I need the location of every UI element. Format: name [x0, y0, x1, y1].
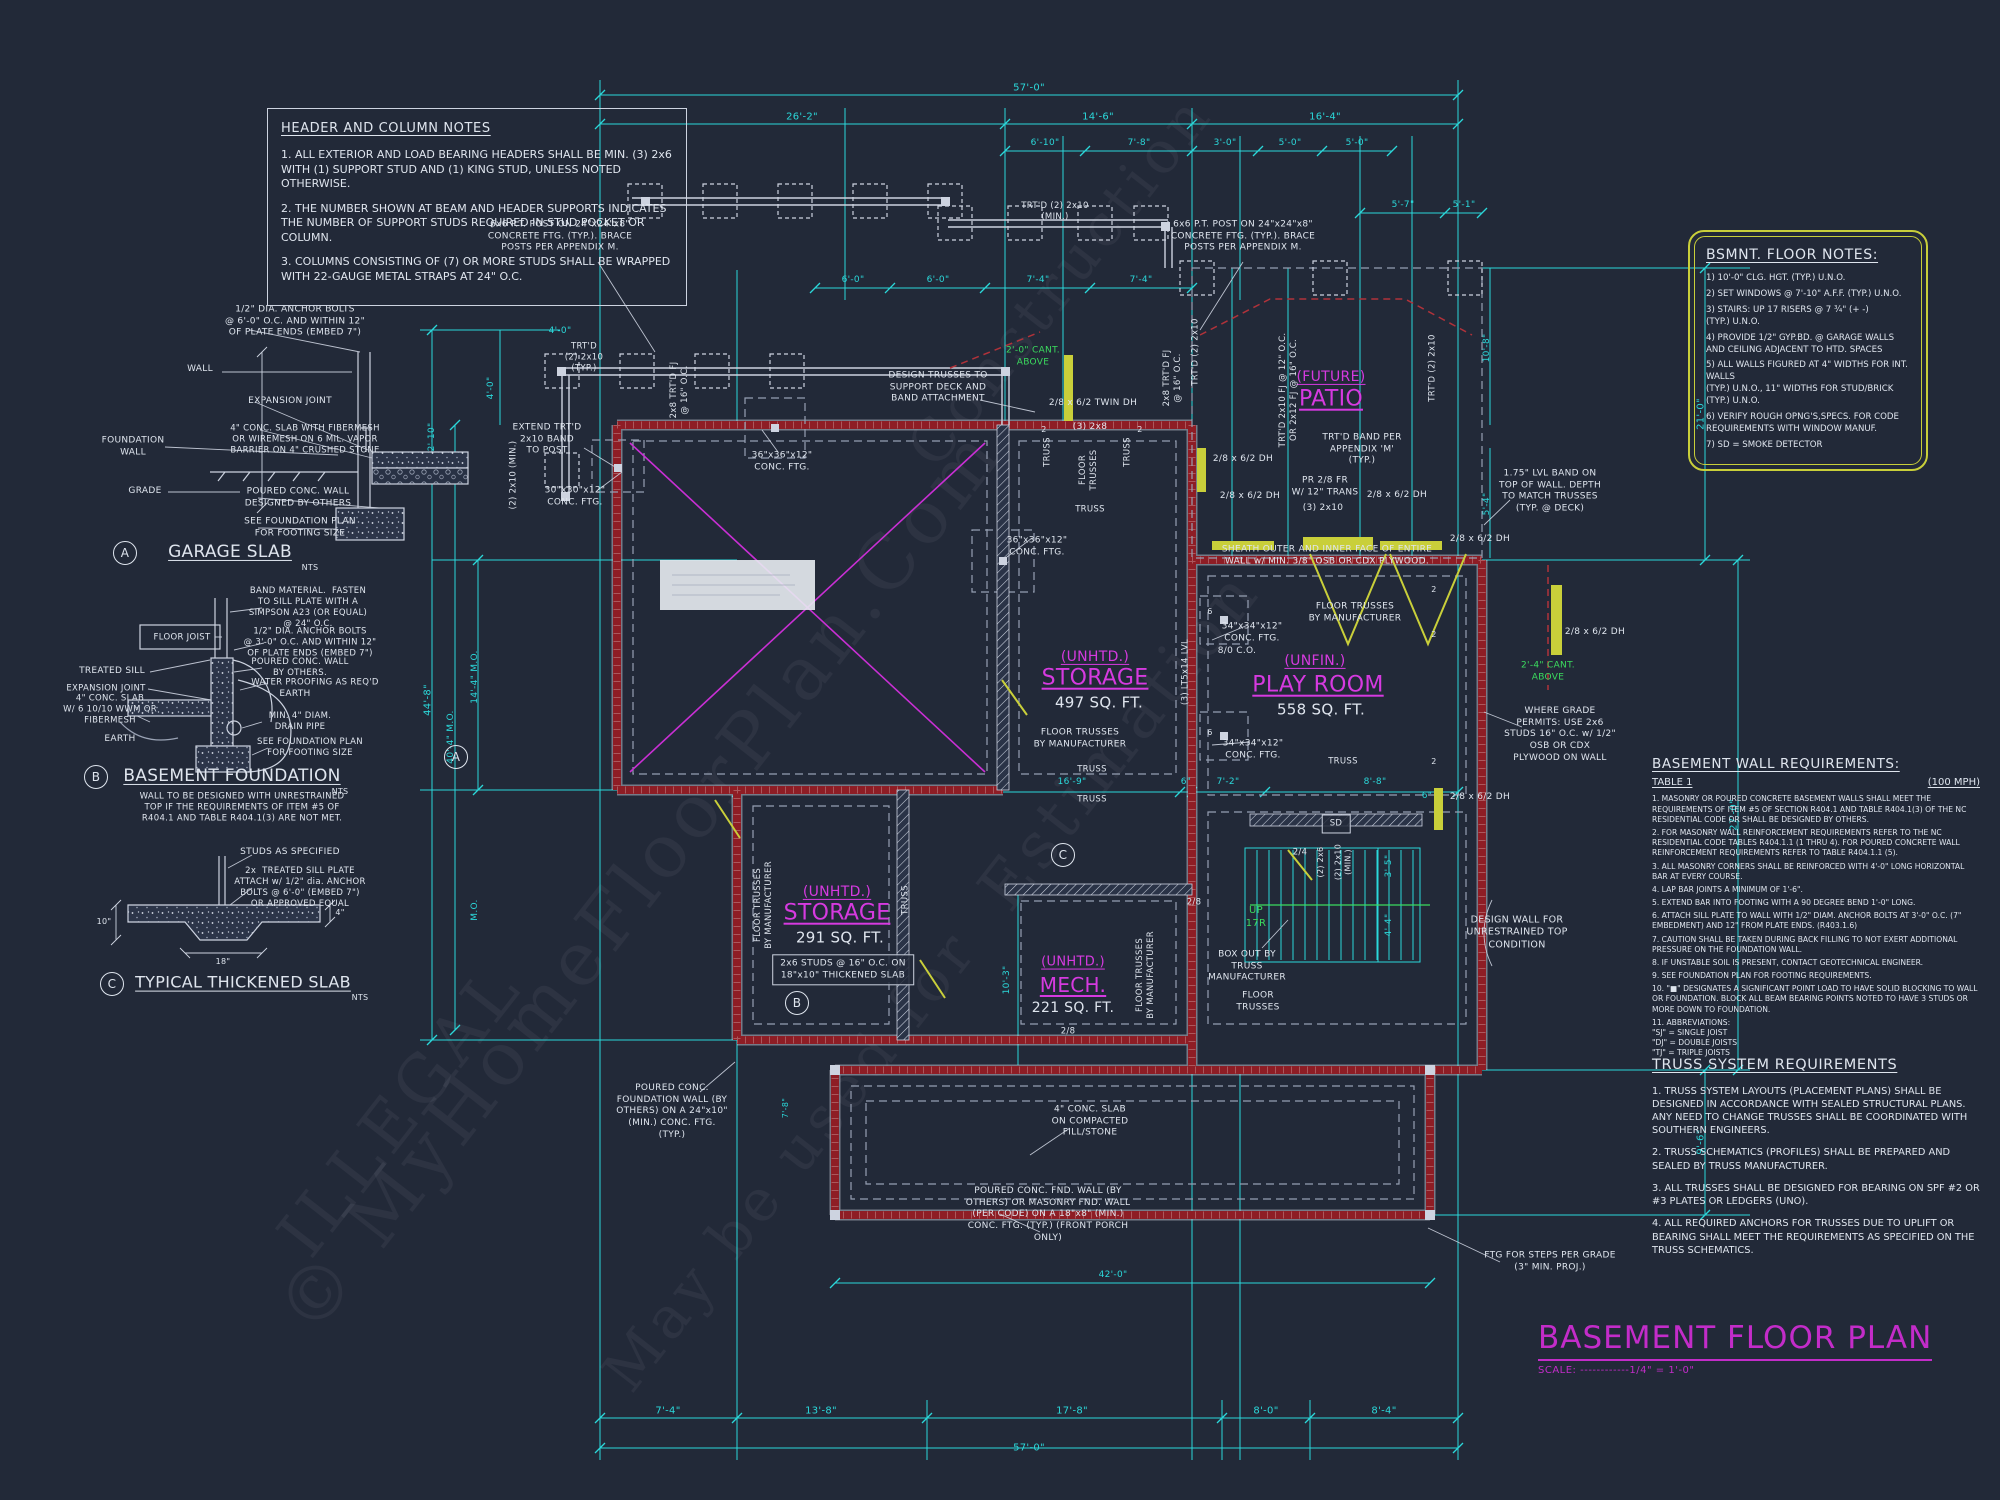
sheet-scale: SCALE: ------------1/4" = 1'-0": [1538, 1365, 1695, 1376]
detail-thickened-slab: [110, 856, 336, 959]
bsmnt-floor-notes-box: BSMNT. FLOOR NOTES: 1) 10'-0" CLG. HGT. …: [1688, 230, 1928, 472]
note-item: 6. ATTACH SILL PLATE TO WALL WITH 1/2" D…: [1652, 911, 1962, 931]
note-item: 1. MASONRY OR POURED CONCRETE BASEMENT W…: [1652, 794, 1967, 824]
table-label: TABLE 1: [1652, 777, 1693, 789]
truss-system-requirements-title: TRUSS SYSTEM REQUIREMENTS: [1652, 1057, 1898, 1073]
note-item: 10. "■" DESIGNATES A SIGNIFICANT POINT L…: [1652, 984, 1978, 1014]
basement-wall-requirements-title: BASEMENT WALL REQUIREMENTS:: [1652, 756, 1900, 772]
note-item: 5. EXTEND BAR INTO FOOTING WITH A 90 DEG…: [1652, 898, 1916, 908]
note-item: 4) PROVIDE 1/2" GYP.BD. @ GARAGE WALLS A…: [1706, 332, 1895, 355]
stud-walls: [896, 424, 1423, 1041]
note-item: 8. IF UNSTABLE SOIL IS PRESENT, CONTACT …: [1652, 957, 1924, 967]
note-item: 9. SEE FOUNDATION PLAN FOR FOOTING REQUI…: [1652, 971, 1872, 981]
truss-system-requirements-items: 1. TRUSS SYSTEM LAYOUTS (PLACEMENT PLANS…: [1652, 1085, 1982, 1257]
leader-lines: [134, 261, 1523, 1263]
note-item: 4. LAP BAR JOINTS A MINIMUM OF 1'-6".: [1652, 884, 1803, 894]
truss-system-requirements: TRUSS SYSTEM REQUIREMENTS 1. TRUSS SYSTE…: [1652, 1056, 1982, 1266]
note-item: 1) 10'-0" CLG. HGT. (TYP.) U.N.O.: [1706, 273, 1846, 284]
title-block: BASEMENT FLOOR PLAN SCALE: ------------1…: [1538, 1320, 1933, 1376]
note-item: 2. FOR MASONRY WALL REINFORCEMENT REQUIR…: [1652, 827, 1960, 858]
note-item: 6) VERIFY ROUGH OPNG'S,SPECS. FOR CODE R…: [1706, 411, 1899, 434]
bsmnt-floor-notes-title: BSMNT. FLOOR NOTES:: [1706, 247, 1879, 263]
overhead-dashed: [949, 298, 1549, 690]
stairs: [1244, 847, 1430, 963]
windows-doors: [714, 355, 1562, 999]
erased-patch: [660, 560, 815, 610]
foundation-walls: [611, 419, 1488, 1221]
deck-bands: [544, 183, 1483, 1220]
note-item: 3. ALL MASONRY CORNERS SHALL BE REINFORC…: [1652, 861, 1965, 881]
basement-wall-requirements: BASEMENT WALL REQUIREMENTS: TABLE 1 (100…: [1652, 755, 1980, 1061]
note-item: 4. ALL REQUIRED ANCHORS FOR TRUSSES DUE …: [1652, 1218, 1975, 1256]
note-item: 2. THE NUMBER SHOWN AT BEAM AND HEADER S…: [281, 201, 667, 244]
note-item: 3. ALL TRUSSES SHALL BE DESIGNED FOR BEA…: [1652, 1182, 1980, 1208]
dashed-outlines: [591, 267, 1483, 1200]
note-item: 3) STAIRS: UP 17 RISERS @ 7 ¾" (+ -) (TY…: [1706, 305, 1869, 327]
note-item: 5) ALL WALLS FIGURED AT 4" WIDTHS FOR IN…: [1706, 360, 1908, 407]
note-item: 1. TRUSS SYSTEM LAYOUTS (PLACEMENT PLANS…: [1652, 1085, 1968, 1137]
detail-basement-foundation: [119, 598, 292, 773]
header-column-notes-items: 1. ALL EXTERIOR AND LOAD BEARING HEADERS…: [281, 148, 673, 284]
note-item: 2) SET WINDOWS @ 7'-10" A.F.F. (TYP.) U.…: [1706, 289, 1902, 300]
basement-wall-requirements-items: 1. MASONRY OR POURED CONCRETE BASEMENT W…: [1652, 794, 1980, 1058]
note-item: 7. CAUTION SHALL BE TAKEN DURING BACK FI…: [1652, 934, 1958, 954]
note-item: 1. ALL EXTERIOR AND LOAD BEARING HEADERS…: [281, 148, 672, 191]
note-item: 11. ABBREVIATIONS: "SJ" = SINGLE JOIST "…: [1652, 1017, 1738, 1058]
wind-speed-label: (100 MPH): [1927, 777, 1980, 789]
sheet-title: BASEMENT FLOOR PLAN: [1538, 1320, 1933, 1361]
bsmnt-floor-notes-items: 1) 10'-0" CLG. HGT. (TYP.) U.N.O. 2) SET …: [1706, 273, 1910, 451]
header-column-notes-box: HEADER AND COLUMN NOTES 1. ALL EXTERIOR …: [267, 108, 687, 307]
detail-garage-slab: [210, 346, 469, 541]
note-item: 2. TRUSS SCHEMATICS (PROFILES) SHALL BE …: [1652, 1147, 1951, 1172]
note-item: 3. COLUMNS CONSISTING OF (7) OR MORE STU…: [281, 255, 671, 283]
note-item: 7) SD = SMOKE DETECTOR: [1706, 439, 1823, 450]
header-column-notes-title: HEADER AND COLUMN NOTES: [281, 121, 491, 136]
